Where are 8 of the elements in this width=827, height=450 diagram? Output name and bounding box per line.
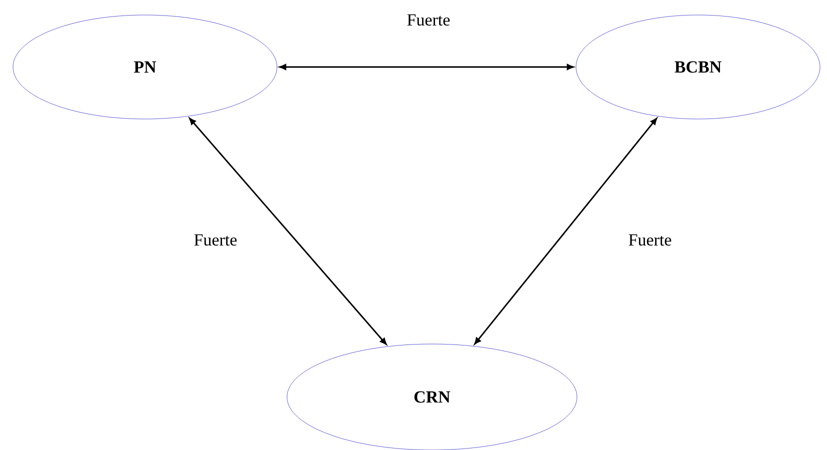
double-arrow bbox=[474, 118, 658, 344]
edge-label: Fuerte bbox=[194, 234, 237, 246]
double-arrow bbox=[279, 64, 574, 70]
edge-label: Fuerte bbox=[628, 234, 672, 246]
edge-label: Fuerte bbox=[407, 14, 450, 26]
ellipse-node: BCBN bbox=[576, 14, 820, 120]
double-arrow bbox=[189, 118, 387, 345]
ellipse-node: PN bbox=[12, 14, 278, 120]
